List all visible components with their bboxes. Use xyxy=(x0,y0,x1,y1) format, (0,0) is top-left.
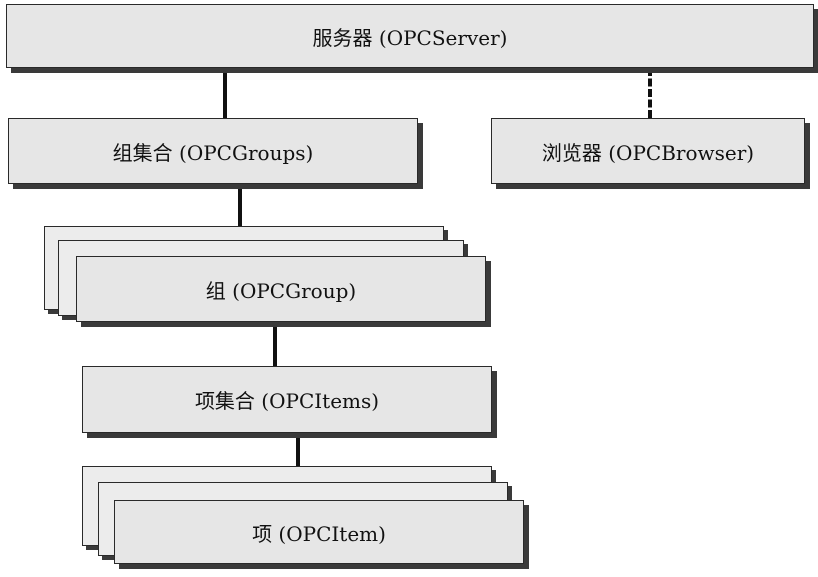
items-collection-label: 项集合 (OPCItems) xyxy=(194,389,380,413)
browser-node: 浏览器 (OPCBrowser) xyxy=(491,118,805,184)
browser-label: 浏览器 (OPCBrowser) xyxy=(541,140,755,165)
connector-server-groups xyxy=(223,68,227,118)
connector-group-items xyxy=(273,322,277,368)
server-label: 服务器 (OPCServer) xyxy=(312,25,508,50)
connector-server-browser xyxy=(648,68,652,118)
server-node: 服务器 (OPCServer) xyxy=(6,4,814,68)
group-label: 组 (OPCGroup) xyxy=(205,278,357,303)
connector-items-item xyxy=(296,433,300,469)
connector-groups-group xyxy=(238,184,242,242)
item-label: 项 (OPCItem) xyxy=(252,521,386,546)
groups-collection-node: 组集合 (OPCGroups) xyxy=(8,118,418,184)
group-node: 组 (OPCGroup) xyxy=(76,256,486,322)
item-node: 项 (OPCItem) xyxy=(114,500,524,564)
items-collection-node: 项集合 (OPCItems) xyxy=(82,366,492,433)
groups-collection-label: 组集合 (OPCGroups) xyxy=(112,140,314,165)
